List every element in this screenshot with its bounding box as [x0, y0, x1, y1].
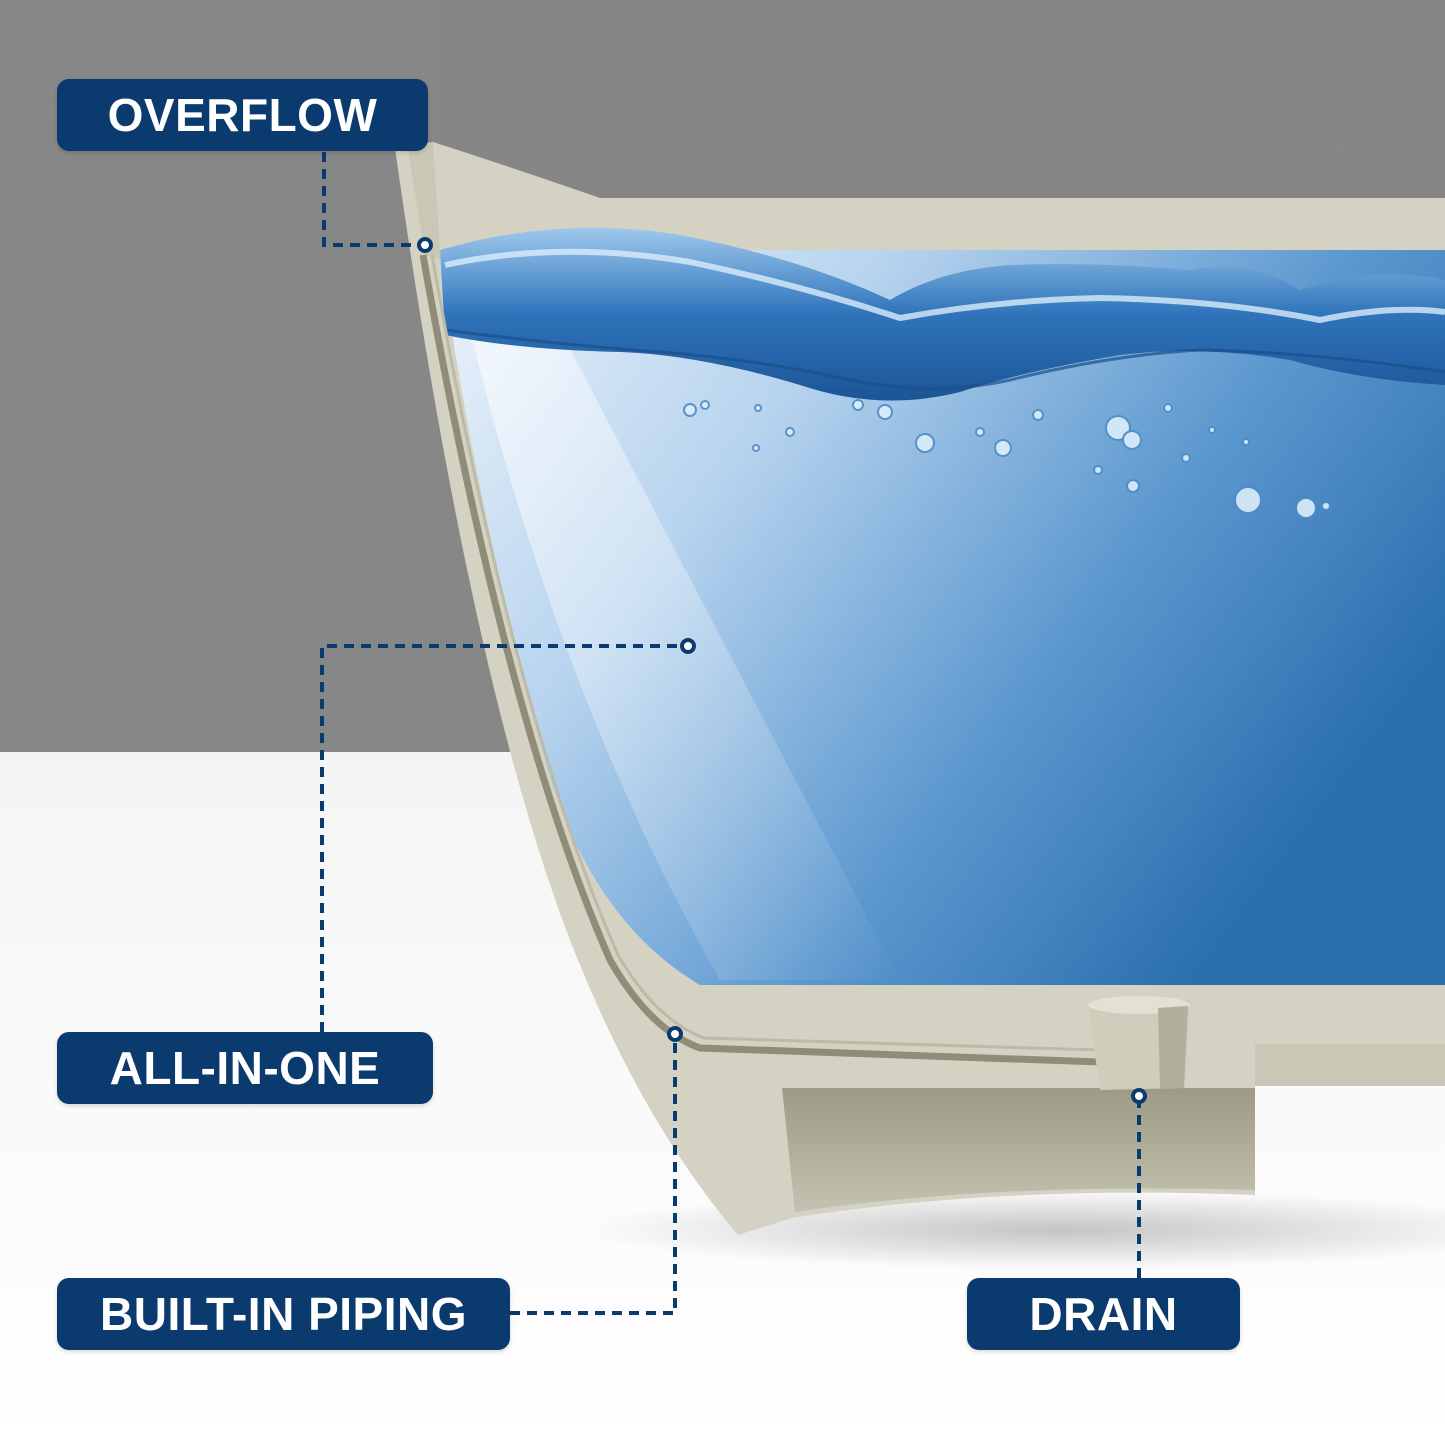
anchor-dot-overflow	[419, 239, 431, 251]
tub-right-foot	[1255, 1044, 1445, 1086]
drain-fitting-shadow	[1158, 1006, 1188, 1089]
callout-all-in-one: ALL-IN-ONE	[57, 1032, 433, 1104]
callout-drain: DRAIN	[967, 1278, 1240, 1350]
callout-overflow: OVERFLOW	[57, 79, 428, 151]
wall-top-ledge	[440, 0, 1445, 205]
anchor-dot-all-in-one	[682, 640, 694, 652]
anchor-dot-drain	[1133, 1090, 1145, 1102]
anchor-dot-built-in-piping	[669, 1028, 681, 1040]
callout-built-in-piping: BUILT-IN PIPING	[57, 1278, 510, 1350]
